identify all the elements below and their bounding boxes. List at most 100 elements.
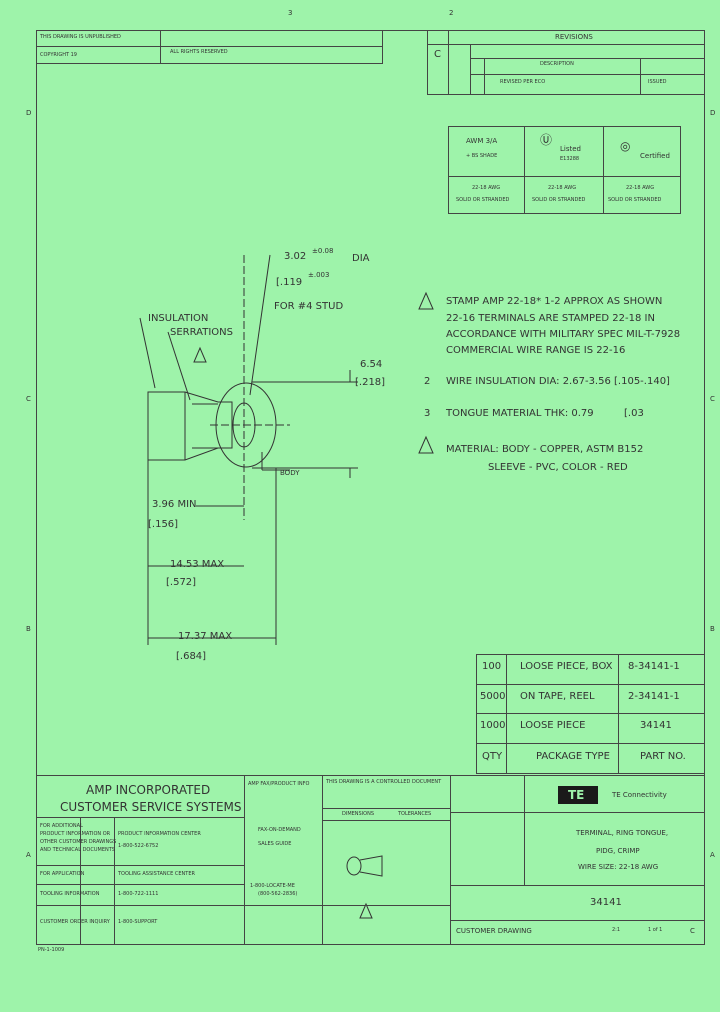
zone-left-D: D	[26, 109, 32, 117]
revisions-row-desc: REVISED PER ECO	[500, 79, 546, 85]
note-1: STAMP AMP 22-18* 1-2 APPROX AS SHOWN	[446, 296, 663, 307]
pkg-row2-qty: 5000	[480, 691, 506, 702]
zone-right-C: C	[710, 395, 715, 403]
label-serrations: SERRATIONS	[170, 327, 233, 338]
mid-locate: 1-800-LOCATE-ME	[250, 883, 295, 889]
lab-customer-dwg: OTHER CUSTOMER DRAWINGS	[40, 839, 117, 845]
pkg-row3-part: 34141	[640, 720, 672, 731]
approvals-table	[448, 126, 681, 214]
dim-max2-in: [.684]	[176, 651, 207, 662]
csa-mark-icon: ◎	[620, 139, 631, 153]
dim-max1-mm: 14.53 MAX	[170, 559, 225, 570]
pkg-hdr-qty: QTY	[482, 751, 503, 762]
revisions-title: REVISIONS	[555, 33, 593, 41]
note-3-num: 3	[424, 408, 431, 419]
title-line1: TERMINAL, RING TONGUE,	[576, 829, 669, 837]
note-2-num: 2	[424, 376, 431, 387]
dim-stud: FOR #4 STUD	[274, 301, 344, 312]
lab-order-inquiry: CUSTOMER ORDER INQUIRY	[40, 919, 110, 925]
pkg-row1-type: LOOSE PIECE, BOX	[520, 661, 613, 672]
note-4: MATERIAL: BODY - COPPER, ASTM B152	[446, 444, 644, 455]
footer-form: PN-1-1009	[38, 947, 65, 953]
dim-max1-in: [.572]	[166, 577, 197, 588]
val-info-phone: 1-800-522-6752	[118, 843, 159, 849]
ul-listed: Listed	[560, 145, 581, 153]
approval-r2c1b: SOLID OR STRANDED	[456, 197, 510, 203]
approval-r2c1: 22-18 AWG	[472, 185, 501, 191]
lab-application: FOR APPLICATION	[40, 871, 85, 877]
revisions-block	[427, 30, 705, 95]
approval-r2c2b: SOLID OR STRANDED	[532, 197, 586, 203]
header-box	[36, 30, 383, 64]
revision-letter: C	[434, 49, 441, 60]
dim-hole: 3.02	[284, 251, 307, 262]
dim-dia: DIA	[352, 253, 370, 264]
lab-additional: FOR ADDITIONAL	[40, 823, 83, 829]
mid-fax-demand: FAX-ON-DEMAND	[258, 827, 301, 833]
approval-r2c3: 22-18 AWG	[626, 185, 655, 191]
zone-left-B: B	[26, 625, 31, 633]
zone-right-A: A	[710, 851, 715, 859]
mid-sales-guide: SALES GUIDE	[258, 841, 292, 847]
rev-value: C	[690, 927, 695, 935]
dwg-no: 34141	[590, 897, 622, 908]
note-4b: SLEEVE - PVC, COLOR - RED	[488, 462, 628, 473]
package-table	[476, 654, 705, 774]
note-3b: [.03	[624, 408, 644, 419]
te-logo-text: TE	[568, 788, 585, 802]
val-support: 1-800-SUPPORT	[118, 919, 158, 925]
scale-value: 2:1	[612, 927, 621, 933]
dim-hole-tol: ±0.08	[312, 247, 334, 255]
header-unpublished: THIS DRAWING IS UNPUBLISHED	[40, 34, 121, 40]
dim-min-mm: 3.96 MIN	[152, 499, 197, 510]
header-copyright: COPYRIGHT 19	[40, 52, 77, 58]
val-tooling-phone: 1-800-722-1111	[118, 891, 159, 897]
sheet-value: 1 of 1	[648, 927, 663, 933]
header-rights: ALL RIGHTS RESERVED	[170, 49, 228, 55]
note-2: WIRE INSULATION DIA: 2.67-3.56 [.105-.14…	[446, 376, 670, 387]
pkg-hdr-type: PACKAGE TYPE	[536, 751, 610, 762]
dim-width-in: [.218]	[355, 377, 386, 388]
note-1c: ACCORDANCE WITH MILITARY SPEC MIL-T-7928	[446, 329, 681, 340]
revisions-row-date: ISSUED	[648, 79, 667, 85]
company-division: CUSTOMER SERVICE SYSTEMS	[60, 800, 242, 814]
dim-min-in: [.156]	[148, 519, 179, 530]
zone-top-2: 2	[449, 9, 454, 17]
zone-left-A: A	[26, 851, 31, 859]
lab-tech-docs: AND TECHNICAL DOCUMENTS	[40, 847, 115, 853]
zone-right-B: B	[710, 625, 715, 633]
approval-awm-sub: + BS SHADE	[466, 153, 498, 159]
dim-max2-mm: 17.37 MAX	[178, 631, 233, 642]
mid-locate-num: (800-562-2836)	[258, 891, 298, 897]
lab-product-info: PRODUCT INFORMATION OR	[40, 831, 111, 837]
zone-top-3: 3	[288, 9, 293, 17]
note-1d: COMMERCIAL WIRE RANGE IS 22-16	[446, 345, 626, 356]
zone-left-C: C	[26, 395, 31, 403]
title-line3: WIRE SIZE: 22-18 AWG	[578, 863, 659, 871]
pkg-row3-type: LOOSE PIECE	[520, 720, 586, 731]
title-block	[36, 775, 705, 945]
label-body: BODY	[280, 469, 300, 477]
lab-tooling-info: TOOLING INFORMATION	[40, 891, 100, 897]
approval-awm: AWM 3/A	[466, 137, 498, 145]
ul-mark-icon: Ⓤ	[540, 133, 553, 147]
dim-width-mm: 6.54	[360, 359, 383, 370]
approval-r2c2: 22-18 AWG	[548, 185, 577, 191]
approval-r2c3b: SOLID OR STRANDED	[608, 197, 662, 203]
customer-drawing: CUSTOMER DRAWING	[456, 927, 532, 935]
pkg-row1-part: 8-34141-1	[628, 661, 680, 672]
val-info-center: PRODUCT INFORMATION CENTER	[118, 831, 201, 837]
dim-hole-in-tol: ±.003	[308, 271, 330, 279]
ul-number: E13288	[560, 156, 580, 162]
pkg-row2-type: ON TAPE, REEL	[520, 691, 595, 702]
val-tooling-center: TOOLING ASSISTANCE CENTER	[118, 871, 195, 877]
dim-hole-in: [.119	[276, 277, 303, 288]
note-1b: 22-16 TERMINALS ARE STAMPED 22-18 IN	[446, 313, 655, 324]
tol-dimensions: DIMENSIONS	[342, 811, 375, 817]
note-3: TONGUE MATERIAL THK: 0.79	[446, 408, 594, 419]
te-connectivity: TE Connectivity	[612, 791, 667, 799]
te-logo-icon	[558, 786, 598, 804]
pkg-row3-qty: 1000	[480, 720, 506, 731]
title-line2: PIDG, CRIMP	[596, 847, 640, 855]
